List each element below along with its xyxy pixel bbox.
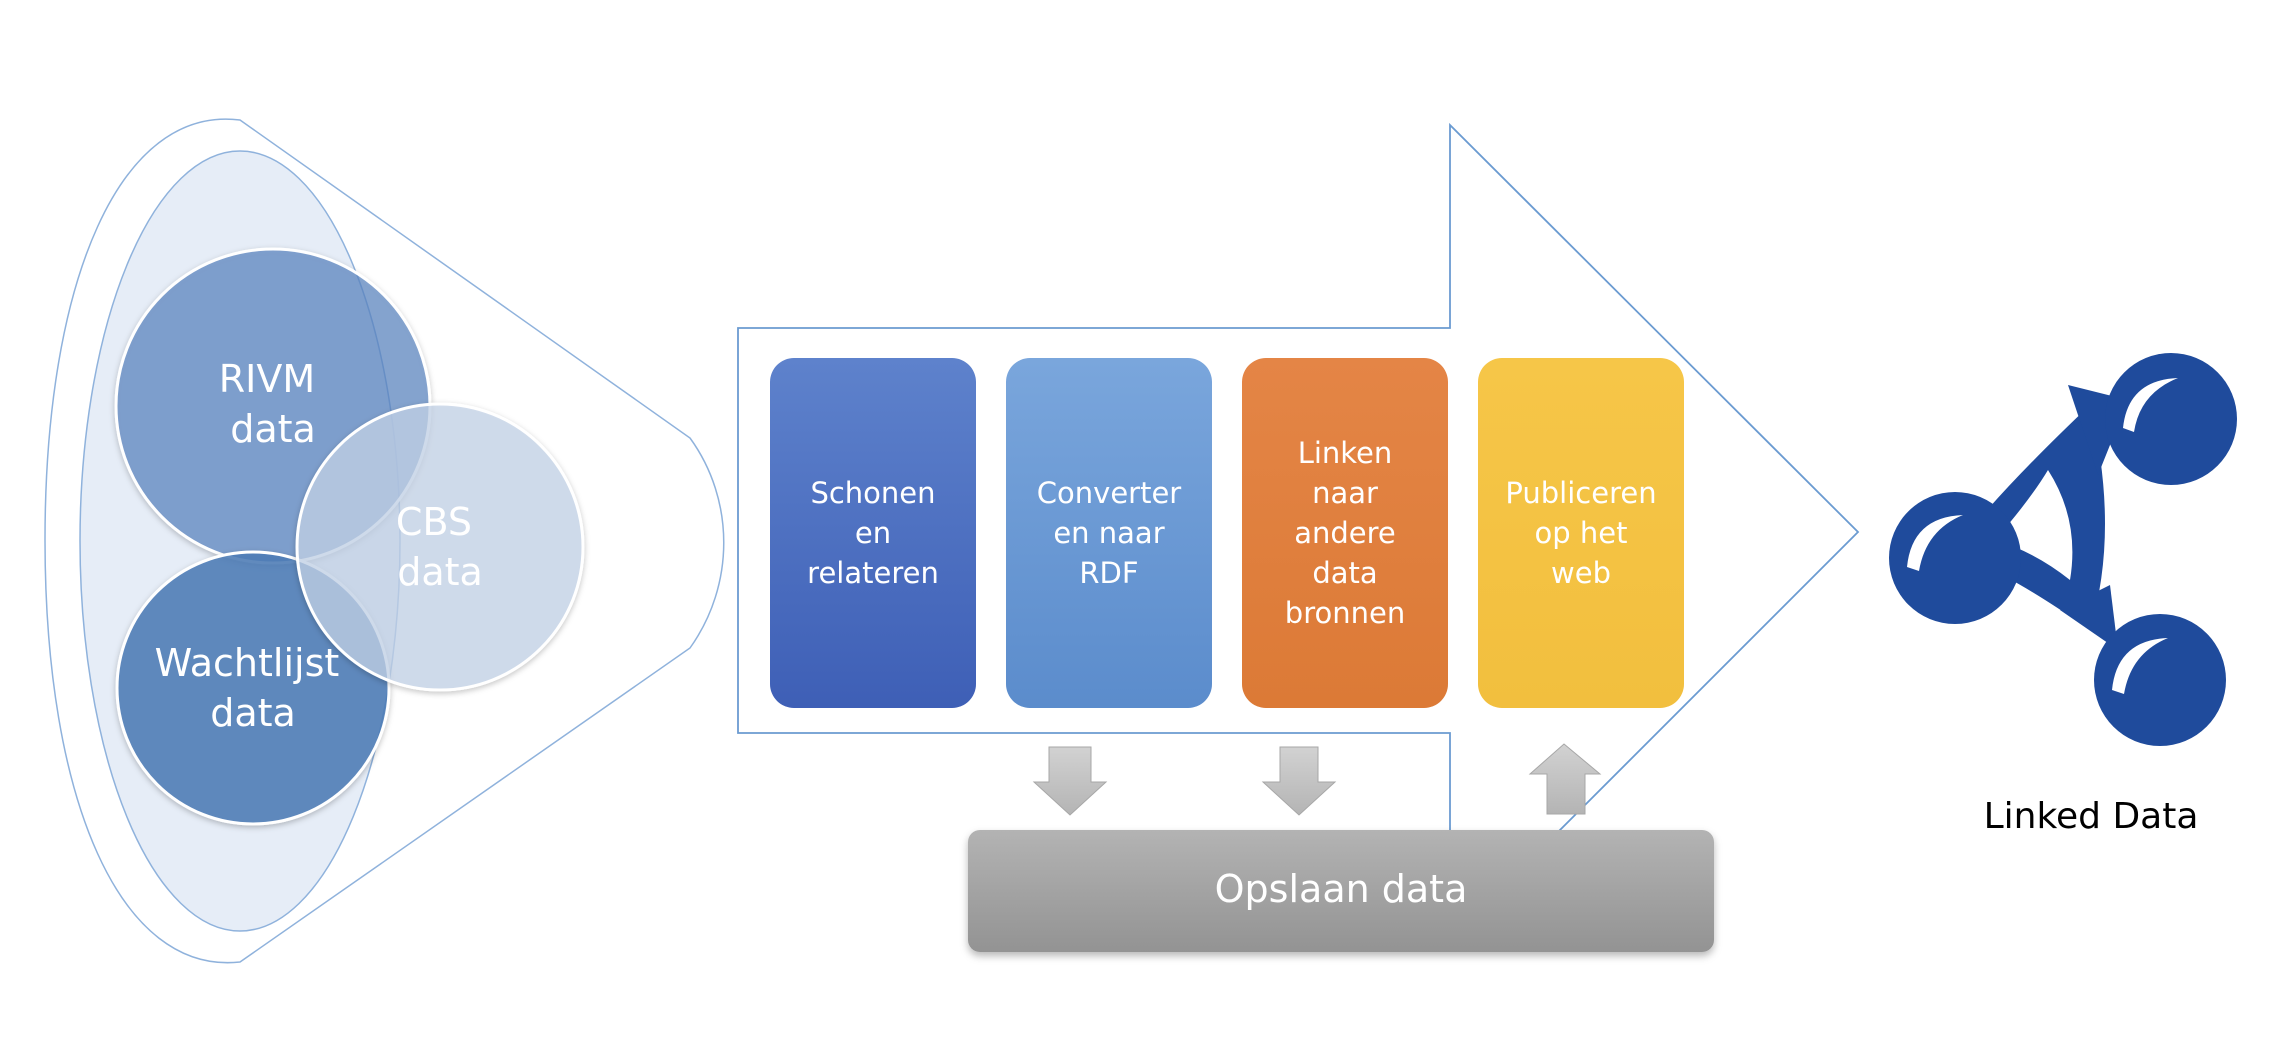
node-top [2105, 353, 2237, 485]
node-highlight [1907, 515, 1963, 571]
process-step-label-line: en [855, 516, 891, 550]
process-step-label-line: bronnen [1285, 596, 1405, 630]
cbs-label-line: data [397, 550, 483, 594]
wachtlijst-label-line: data [210, 691, 296, 735]
linked-data-output: Linked Data [1889, 353, 2237, 837]
cbs-data-circle [295, 402, 585, 692]
linked-data-icon [1889, 353, 2237, 746]
storage-bar [968, 830, 1714, 952]
process-step-box [1478, 358, 1684, 708]
node-highlight [2112, 638, 2168, 694]
process-step-label-line: en naar [1053, 516, 1164, 550]
process-step-box [1242, 358, 1448, 708]
process-step-box [770, 358, 976, 708]
funnel-outline [44, 118, 725, 964]
process-step-box [1006, 358, 1212, 708]
node-link [2060, 585, 2118, 650]
process-step: Schonen en relateren [770, 358, 976, 708]
process-step-label-line: andere [1294, 516, 1396, 550]
up-arrow-icon [1528, 743, 1602, 815]
node-left [1889, 492, 2021, 624]
down-arrow-icon [1032, 746, 1108, 816]
process-arrow-outline [737, 122, 1860, 943]
process-step-label-line: Publiceren [1505, 476, 1656, 510]
wachtlijst-label-line: Wachtlijst [155, 641, 340, 685]
cbs-label-line: CBS [396, 500, 472, 544]
process-step-label-line: data [1312, 556, 1377, 590]
process-step-label-line: Linken [1298, 436, 1393, 470]
down-arrow-icon [1261, 746, 1337, 816]
rivm-data-label: RIVM data [219, 357, 328, 451]
rivm-label-line: RIVM [219, 357, 315, 401]
storage-label: Opslaan data [1215, 867, 1468, 911]
storage-block: Opslaan data [968, 830, 1714, 952]
process-step-label-line: op het [1535, 516, 1628, 550]
process-step-label-line: web [1551, 556, 1611, 590]
process-step-label: Schonen en relateren [807, 476, 939, 590]
source-funnel: RIVM data CBS data Wachtlijst data [44, 118, 725, 964]
rivm-label-line: data [230, 407, 316, 451]
triangle-connector [1950, 405, 2105, 630]
process-step-label-line: relateren [807, 556, 939, 590]
process-step-label: Publiceren op het web [1505, 476, 1656, 590]
process-step-label-line: naar [1312, 476, 1378, 510]
process-step-label-line: RDF [1079, 556, 1138, 590]
process-step-label-line: Schonen [810, 476, 935, 510]
storage-arrows [1032, 743, 1602, 816]
process-step: Publiceren op het web [1478, 358, 1684, 708]
linked-data-label: Linked Data [1984, 796, 2199, 837]
node-bottom [2094, 614, 2226, 746]
cbs-data-label: CBS data [396, 500, 484, 594]
wachtlijst-data-label: Wachtlijst data [155, 641, 352, 735]
process-step-label-line: Converter [1037, 476, 1182, 510]
node-highlight [2123, 378, 2178, 432]
process-step-label: Linken naar andere data bronnen [1285, 436, 1405, 630]
process-step: Linken naar andere data bronnen [1242, 358, 1448, 708]
